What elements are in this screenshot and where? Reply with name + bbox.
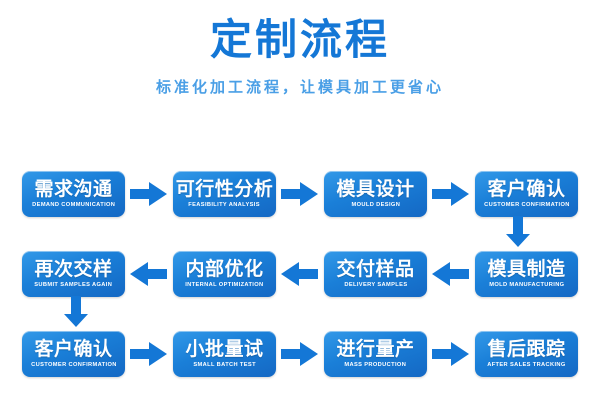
step-label-cn: 交付样品 <box>336 257 415 280</box>
arrow-down-icon <box>505 216 531 248</box>
step-box-internal-optimization[interactable]: 内部优化 INTERNAL OPTIMIZATION <box>173 251 276 297</box>
arrow-right-icon <box>130 181 168 207</box>
step-box-feasibility-analysis[interactable]: 可行性分析 FEASIBILITY ANALYSIS <box>173 171 276 217</box>
arrow-right-icon <box>130 341 168 367</box>
step-label-cn: 小批量试 <box>185 337 264 360</box>
step-label-cn: 再次交样 <box>34 257 113 280</box>
process-flow-diagram: 需求沟通 DEMAND COMMUNICATION 可行性分析 FEASIBIL… <box>0 152 600 401</box>
step-label-cn: 客户确认 <box>487 177 566 200</box>
step-label-cn: 模具制造 <box>487 257 566 280</box>
step-label-en: MOLD MANUFACTURING <box>488 281 565 288</box>
step-box-delivery-samples[interactable]: 交付样品 DELIVERY SAMPLES <box>324 251 427 297</box>
step-label-en: MASS PRODUCTION <box>344 361 407 368</box>
flow-row-3: 客户确认 CUSTOMER CONFIRMATION 小批量试 SMALL BA… <box>0 330 600 378</box>
step-label-cn: 客户确认 <box>34 337 113 360</box>
arrow-right-icon <box>432 341 470 367</box>
page-title: 定制流程 <box>209 15 390 64</box>
step-label-en: FEASIBILITY ANALYSIS <box>188 201 261 208</box>
step-label-en: SMALL BATCH TEST <box>193 361 256 368</box>
step-label-cn: 可行性分析 <box>175 177 274 200</box>
step-box-customer-confirmation-1[interactable]: 客户确认 CUSTOMER CONFIRMATION <box>475 171 578 217</box>
step-label-cn: 内部优化 <box>185 257 264 280</box>
arrow-right-icon <box>281 181 319 207</box>
step-label-en: AFTER SALES TRACKING <box>487 361 566 368</box>
arrow-down-icon <box>63 296 89 328</box>
arrow-left-icon <box>432 261 470 287</box>
step-box-submit-samples-again[interactable]: 再次交样 SUBMIT SAMPLES AGAIN <box>22 251 125 297</box>
step-label-cn: 售后跟踪 <box>487 337 566 360</box>
step-label-en: MOULD DESIGN <box>351 201 400 208</box>
step-label-cn: 模具设计 <box>336 177 415 200</box>
flow-row-1: 需求沟通 DEMAND COMMUNICATION 可行性分析 FEASIBIL… <box>0 170 600 218</box>
page-subtitle: 标准化加工流程，让模具加工更省心 <box>155 78 444 97</box>
customization-process-infographic: 定制流程 标准化加工流程，让模具加工更省心 需求沟通 DEMAND COMMUN… <box>0 0 600 377</box>
arrow-right-icon <box>432 181 470 207</box>
arrow-left-icon <box>130 261 168 287</box>
arrow-right-icon <box>281 341 319 367</box>
step-label-en: DEMAND COMMUNICATION <box>31 201 116 208</box>
step-box-after-sales-tracking[interactable]: 售后跟踪 AFTER SALES TRACKING <box>475 331 578 377</box>
step-box-small-batch-test[interactable]: 小批量试 SMALL BATCH TEST <box>173 331 276 377</box>
step-label-en: CUSTOMER CONFIRMATION <box>483 201 570 208</box>
header: 定制流程 标准化加工流程，让模具加工更省心 <box>0 0 600 96</box>
arrow-left-icon <box>281 261 319 287</box>
step-label-en: CUSTOMER CONFIRMATION <box>30 361 117 368</box>
flow-row-2: 再次交样 SUBMIT SAMPLES AGAIN 内部优化 INTERNAL … <box>0 250 600 298</box>
step-box-mass-production[interactable]: 进行量产 MASS PRODUCTION <box>324 331 427 377</box>
step-box-customer-confirmation-2[interactable]: 客户确认 CUSTOMER CONFIRMATION <box>22 331 125 377</box>
step-label-en: INTERNAL OPTIMIZATION <box>185 281 264 288</box>
step-box-demand-communication[interactable]: 需求沟通 DEMAND COMMUNICATION <box>22 171 125 217</box>
step-label-cn: 需求沟通 <box>34 177 113 200</box>
step-box-mold-manufacturing[interactable]: 模具制造 MOLD MANUFACTURING <box>475 251 578 297</box>
step-label-cn: 进行量产 <box>336 337 415 360</box>
step-label-en: DELIVERY SAMPLES <box>343 281 408 288</box>
step-box-mould-design[interactable]: 模具设计 MOULD DESIGN <box>324 171 427 217</box>
step-label-en: SUBMIT SAMPLES AGAIN <box>34 281 113 288</box>
